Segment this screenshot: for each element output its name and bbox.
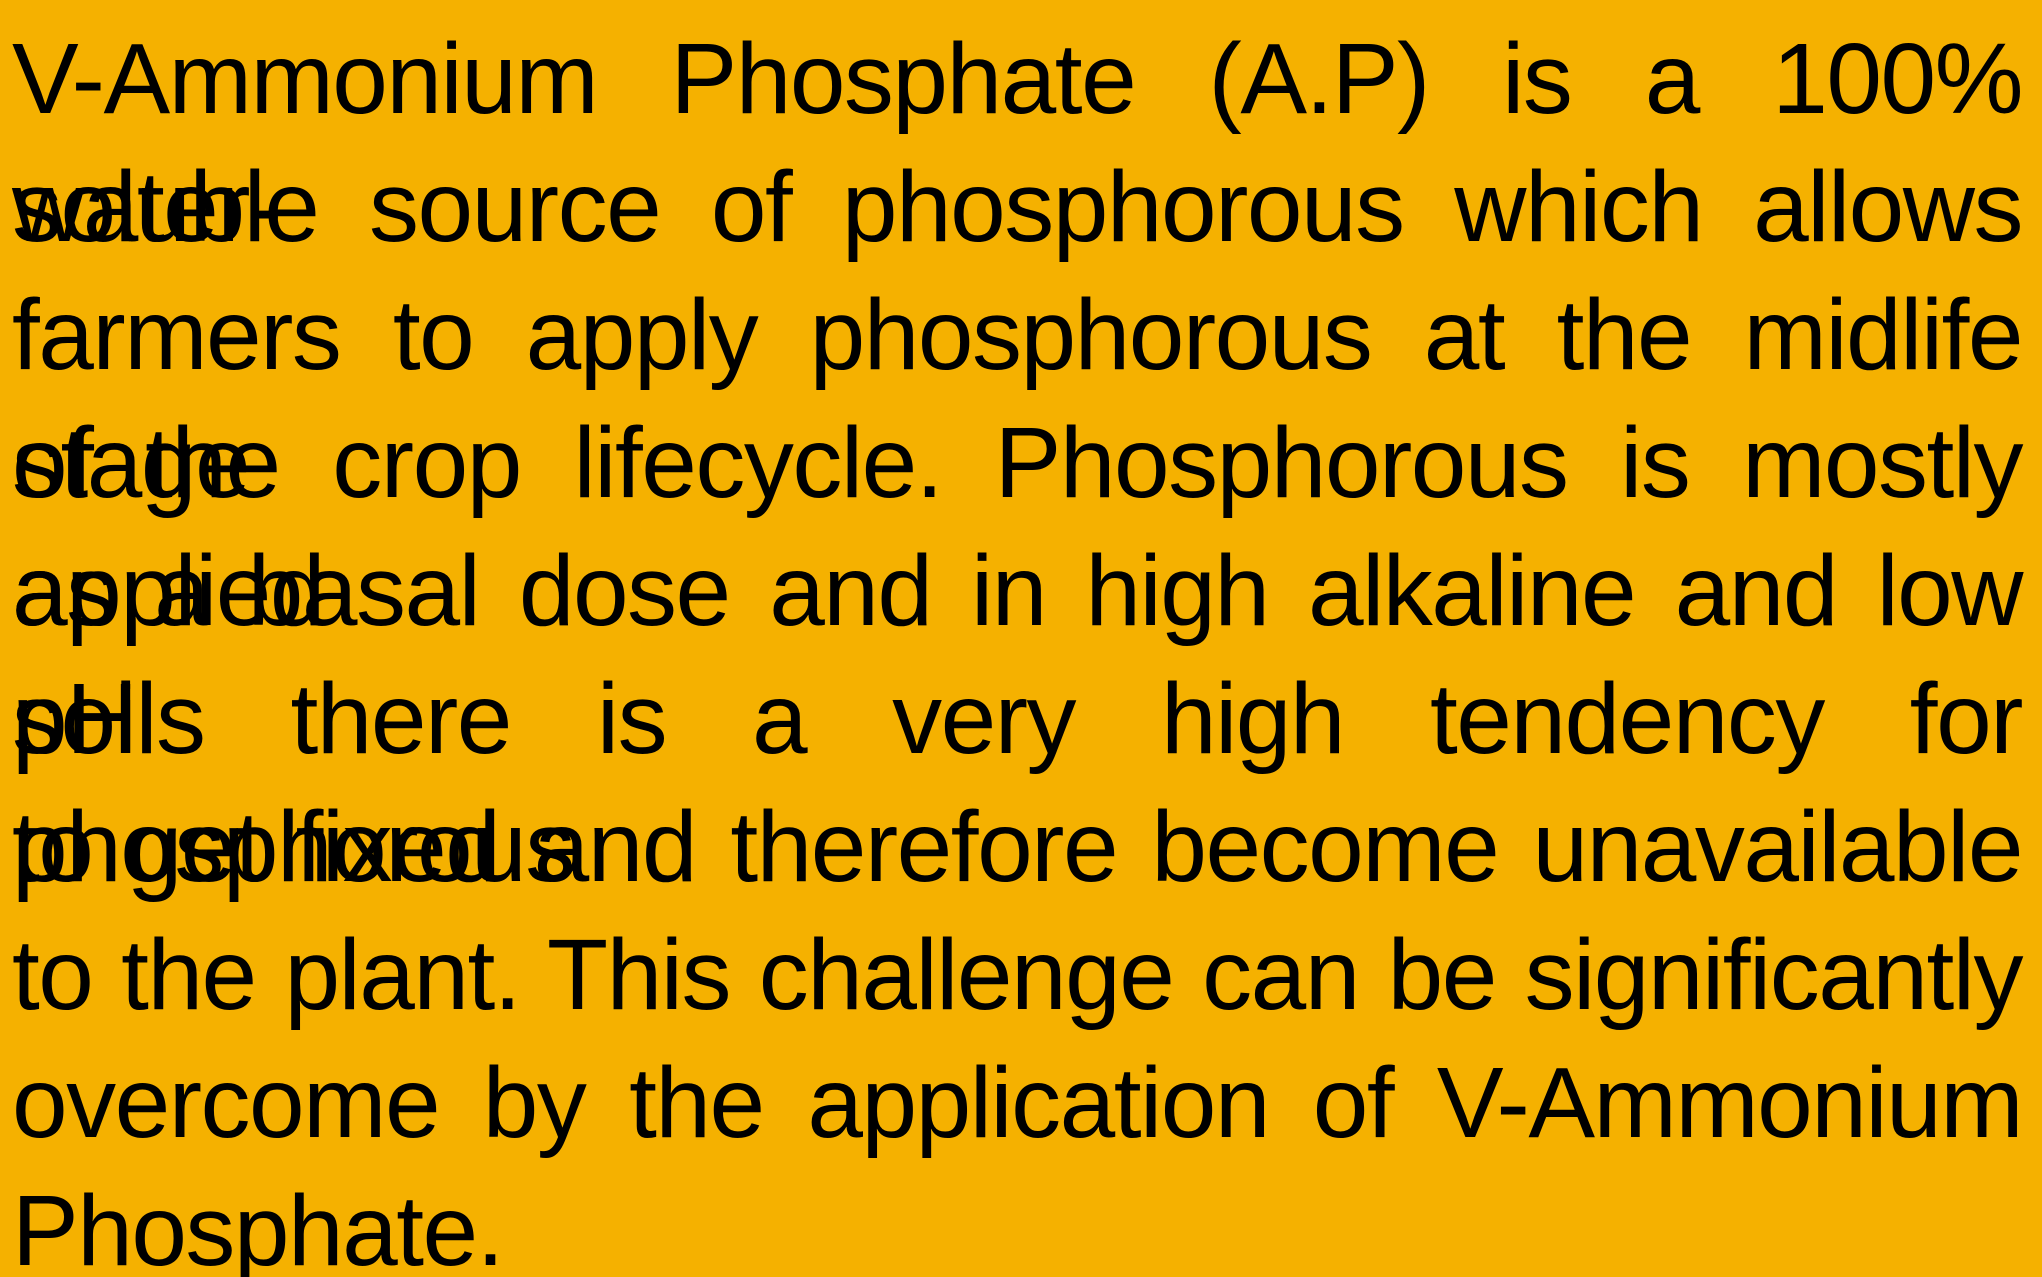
paragraph-line-8: to the plant. This challenge can be sign… [12,919,2024,1031]
paragraph-line-4: of the crop lifecycle. Phosphorous is mo… [12,407,2024,647]
paragraph-line-9: overcome by the application of V-Ammoniu… [12,1047,2024,1159]
paragraph-line-10: Phosphate. [12,1175,504,1277]
paragraph-line-5: as a basal dose and in high alkaline and… [12,535,2024,775]
paragraph-line-6: soils there is a very high tendency for … [12,663,2024,903]
description-paragraph: V-Ammonium Phosphate (A.P) is a 100% wat… [12,15,2024,1277]
paragraph-line-1: V-Ammonium Phosphate (A.P) is a 100% wat… [12,23,2024,263]
paragraph-line-3: farmers to apply phosphorous at the midl… [12,279,2024,519]
paragraph-line-7: to get fixed and therefore become unavai… [12,791,2024,903]
paragraph-line-2: soluble source of phosphorous which allo… [12,151,2024,263]
